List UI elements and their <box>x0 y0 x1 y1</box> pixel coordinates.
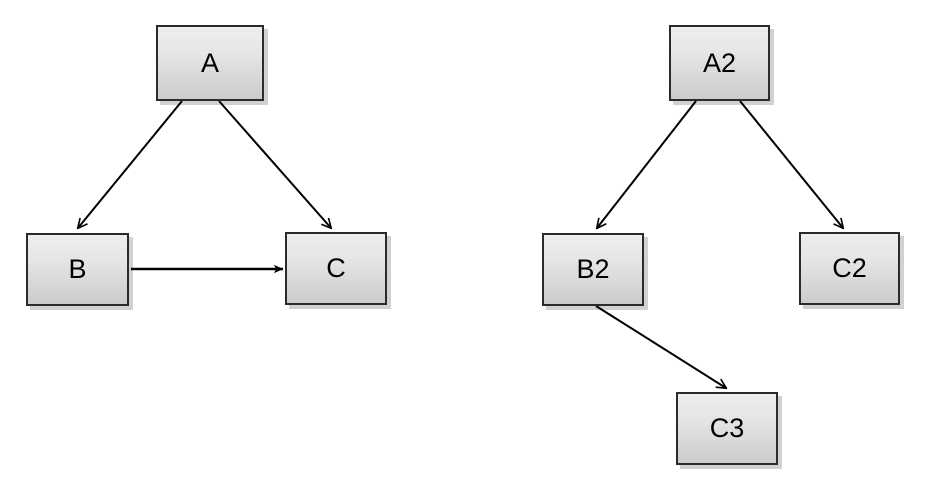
edge-a-to-b <box>78 100 183 228</box>
node-c2-label: C2 <box>832 253 867 283</box>
edge-a-to-c <box>218 100 331 228</box>
edge-a2-to-b2 <box>597 100 697 228</box>
node-a2-label: A2 <box>702 47 737 78</box>
node-b2-label: B2 <box>576 254 610 284</box>
node-c2[interactable]: C2 <box>799 232 900 305</box>
node-b2[interactable]: B2 <box>542 233 644 306</box>
edge-a2-to-c2 <box>739 100 843 228</box>
edge-b2-to-c3 <box>595 305 726 388</box>
node-a2[interactable]: A2 <box>669 25 770 101</box>
node-c3-label: C3 <box>709 413 745 443</box>
node-a-label: A <box>200 47 219 78</box>
node-a[interactable]: A <box>156 25 264 101</box>
node-c[interactable]: C <box>285 232 387 305</box>
node-c-label: C <box>326 253 346 283</box>
node-c3[interactable]: C3 <box>676 392 778 465</box>
node-b-label: B <box>68 254 87 284</box>
node-b[interactable]: B <box>26 233 129 306</box>
